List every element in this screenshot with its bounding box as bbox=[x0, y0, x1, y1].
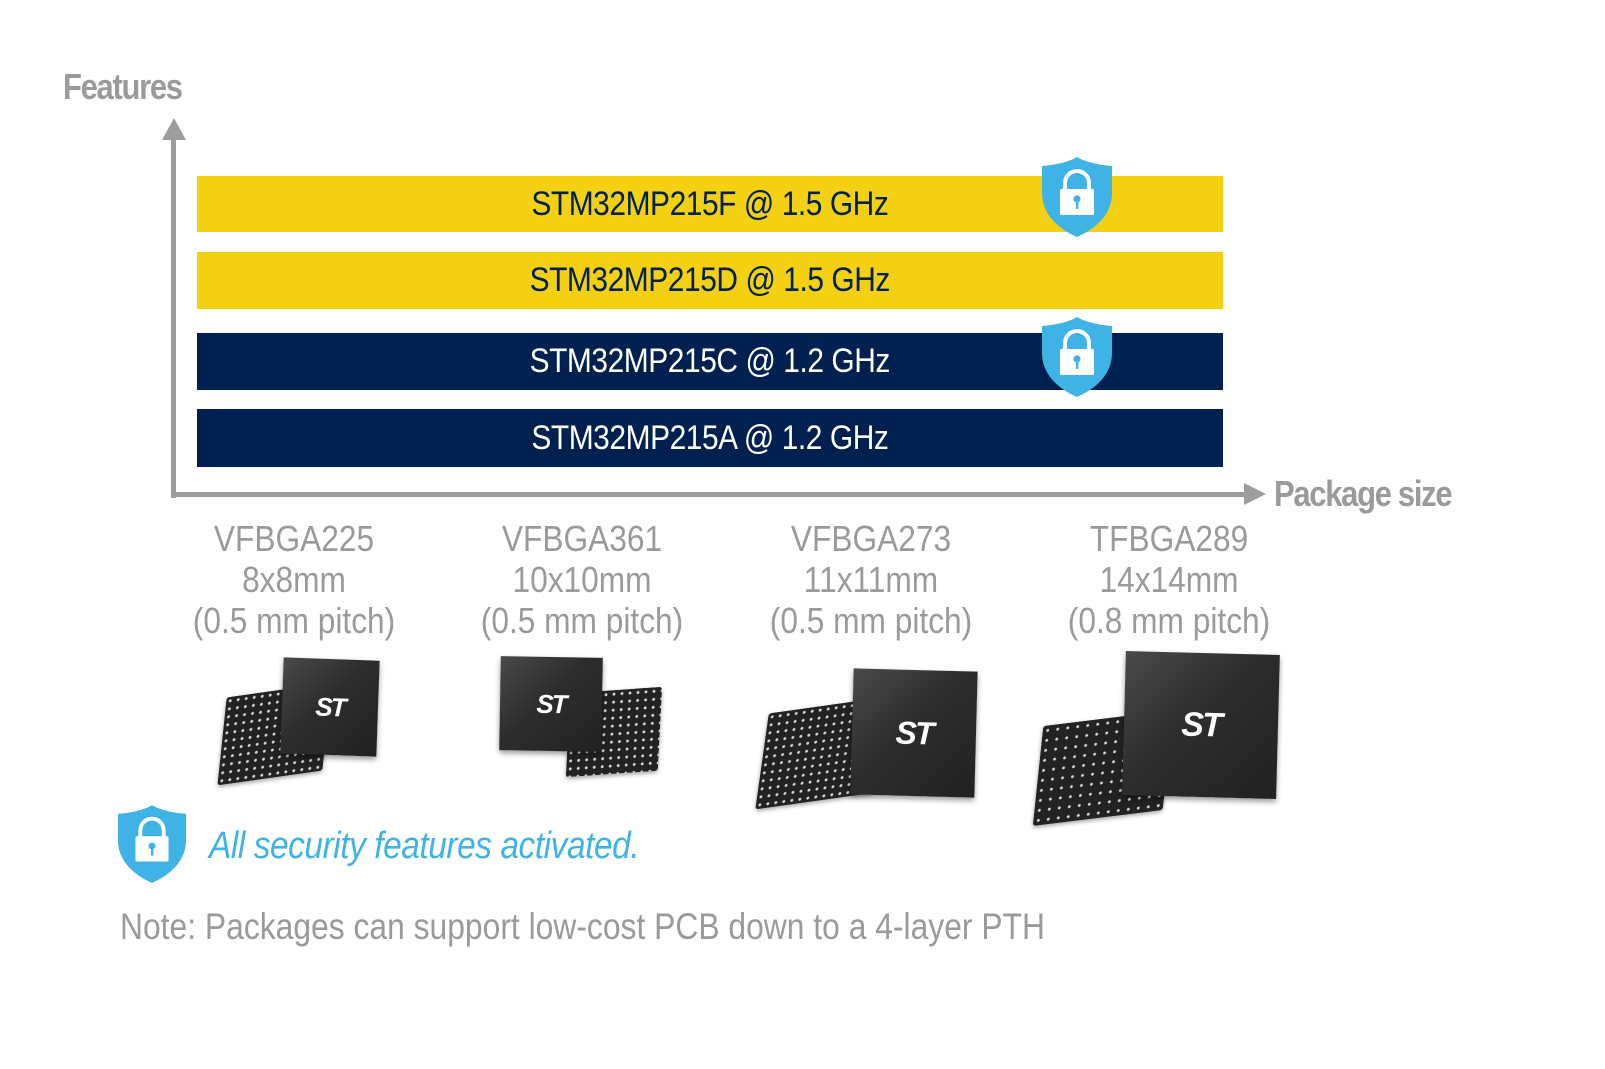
package-label-tfbga289: TFBGA289 14x14mm (0.8 mm pitch) bbox=[1019, 518, 1319, 641]
product-label: STM32MP215D @ 1.5 GHz bbox=[529, 261, 891, 299]
product-label: STM32MP215F @ 1.5 GHz bbox=[531, 184, 889, 223]
st-logo-icon: ST bbox=[536, 688, 566, 719]
package-pitch: (0.5 mm pitch) bbox=[192, 600, 396, 641]
package-name: TFBGA289 bbox=[1089, 518, 1249, 559]
package-size: 14x14mm bbox=[1099, 559, 1239, 600]
x-axis-line bbox=[171, 492, 1247, 497]
x-axis-title: Package size bbox=[1274, 473, 1453, 514]
product-label: STM32MP215C @ 1.2 GHz bbox=[529, 342, 891, 380]
package-label-vfbga225: VFBGA225 8x8mm (0.5 mm pitch) bbox=[144, 518, 444, 641]
st-logo-icon: ST bbox=[314, 690, 346, 723]
st-logo-icon: ST bbox=[1180, 704, 1222, 745]
x-axis-arrow-icon bbox=[1244, 483, 1266, 505]
shield-lock-icon bbox=[1041, 157, 1113, 237]
package-label-vfbga273: VFBGA273 11x11mm (0.5 mm pitch) bbox=[721, 518, 1021, 641]
chip-top-st-logo-icon: ST bbox=[499, 656, 603, 752]
package-size: 8x8mm bbox=[242, 559, 346, 600]
y-axis-title: Features bbox=[63, 66, 183, 107]
package-size: 11x11mm bbox=[803, 559, 939, 600]
package-pitch: (0.5 mm pitch) bbox=[769, 600, 973, 641]
shield-lock-icon bbox=[1041, 317, 1113, 397]
y-axis-line bbox=[171, 136, 176, 498]
product-bar-stm32mp215a: STM32MP215A @ 1.2 GHz bbox=[197, 409, 1223, 467]
st-logo-icon: ST bbox=[895, 714, 933, 751]
package-pitch: (0.5 mm pitch) bbox=[480, 600, 684, 641]
package-name: VFBGA361 bbox=[501, 518, 663, 559]
package-name: VFBGA273 bbox=[790, 518, 952, 559]
chip-top-st-logo-icon: ST bbox=[850, 668, 978, 798]
product-label: STM32MP215A @ 1.2 GHz bbox=[531, 418, 889, 457]
package-label-vfbga361: VFBGA361 10x10mm (0.5 mm pitch) bbox=[432, 518, 732, 641]
product-bar-stm32mp215d: STM32MP215D @ 1.5 GHz bbox=[197, 252, 1223, 309]
footnote: Note: Packages can support low-cost PCB … bbox=[120, 906, 1045, 947]
package-name: VFBGA225 bbox=[213, 518, 375, 559]
package-pitch: (0.8 mm pitch) bbox=[1067, 600, 1271, 641]
chip-top-st-logo-icon: ST bbox=[1122, 651, 1280, 799]
package-size: 10x10mm bbox=[512, 559, 652, 600]
legend-security-text: All security features activated. bbox=[209, 825, 640, 867]
chip-top-st-logo-icon: ST bbox=[280, 657, 380, 757]
y-axis-arrow-icon bbox=[162, 118, 186, 140]
shield-lock-icon bbox=[117, 804, 187, 884]
